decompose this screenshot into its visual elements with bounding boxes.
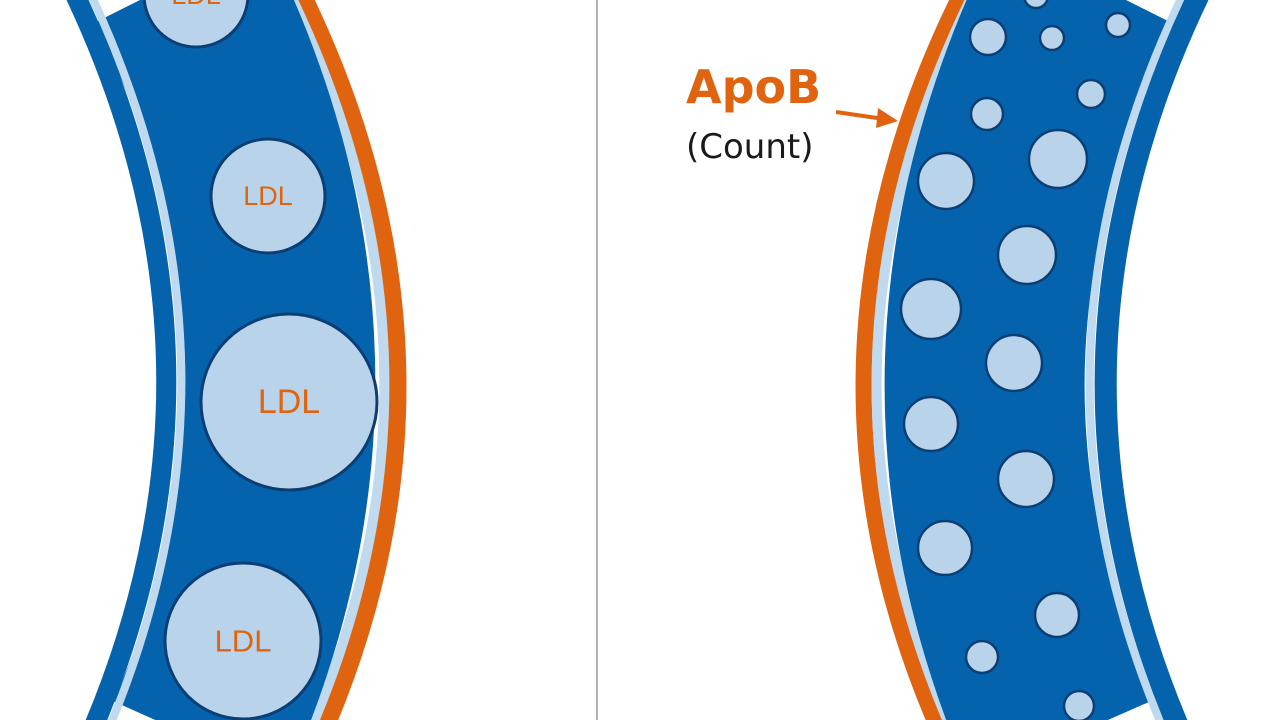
apob-arrow [835, 110, 885, 121]
right-inner-edge [1094, 0, 1209, 720]
ldl-particle-label: LDL [243, 181, 293, 211]
small-particle [1027, 128, 1089, 190]
left-ldl-particles: LDL LDL LDL LDL [142, 0, 379, 720]
small-particle [1033, 591, 1081, 639]
right-outer-rim [855, 0, 967, 720]
right-lining-left [871, 0, 976, 720]
ldl-particle [199, 312, 379, 492]
right-small-particles [899, 0, 1132, 720]
small-particle [916, 151, 976, 211]
small-particle [969, 96, 1005, 132]
ldl-particle [142, 0, 250, 49]
apob-annotation: ApoB (Count) [686, 60, 898, 167]
left-lining-left [88, 0, 186, 720]
small-particle [964, 639, 1000, 675]
apob-arrow-head [876, 108, 898, 128]
small-particle [1104, 11, 1132, 39]
ldl-particle [209, 137, 327, 255]
right-lining-right [1085, 0, 1185, 720]
small-particle [968, 17, 1008, 57]
apob-label: ApoB [686, 60, 821, 114]
ldl-particle-label: LDL [215, 624, 272, 659]
apob-count-label: (Count) [686, 127, 814, 167]
small-particle [902, 395, 960, 453]
small-particle [916, 519, 974, 577]
small-particle [996, 449, 1056, 509]
ldl-particle-label: LDL [258, 383, 320, 421]
ldl-particle-label: LDL [171, 0, 221, 10]
small-particle [899, 277, 963, 341]
small-particle [996, 224, 1058, 286]
left-inner-edge [66, 0, 177, 720]
small-particle [1023, 0, 1049, 10]
small-particle [1038, 24, 1066, 52]
small-particle [984, 333, 1044, 393]
left-outer-rim [294, 0, 407, 720]
small-particle [1075, 78, 1107, 110]
ldl-particle [163, 561, 323, 720]
small-particle [1062, 689, 1096, 720]
left-lining-right [287, 0, 390, 720]
